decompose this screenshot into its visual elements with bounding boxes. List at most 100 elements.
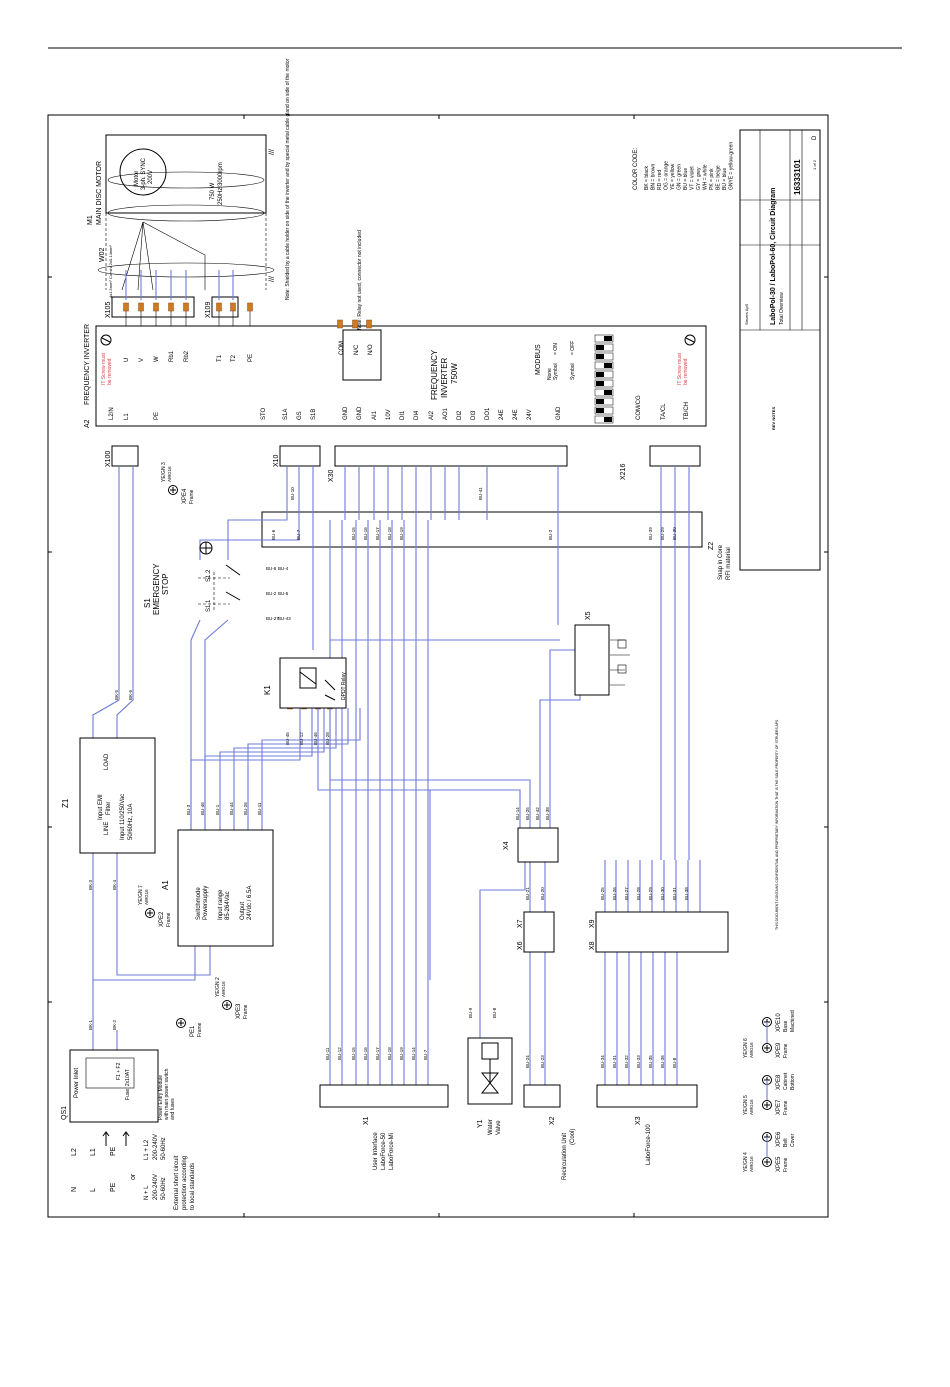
supply-prot1: External short circuit <box>174 1155 180 1210</box>
wire-label: BU-20 <box>540 887 545 900</box>
modbus-symbol: Symbol <box>553 363 559 380</box>
wire-label: BU-24 <box>525 1055 530 1068</box>
modbus-on: = ON <box>553 343 559 355</box>
earth-ref: XPE3 <box>236 1003 242 1019</box>
frame-ground-ref: XPE7 <box>776 1099 782 1115</box>
wire-label: BK-4 <box>112 879 117 890</box>
wire-label: BU-38 <box>545 807 550 820</box>
connector-x5: X5 <box>574 611 630 696</box>
relay-terminal <box>366 319 372 329</box>
s1-ref: S1 <box>143 598 152 608</box>
inverter-control-pin-label: DI2 <box>457 410 463 420</box>
screw-note2b: be removed <box>683 358 689 385</box>
wire-label: BU-16 <box>363 527 368 540</box>
color-code-item: RD = red <box>657 170 663 190</box>
motor-m1: Motor 3-ph. SYNC 200V 750 W 250Hz/3000rp… <box>87 134 267 291</box>
earth-ground-icon <box>176 1018 186 1028</box>
tb-title: LaboPol-30 / LaboPol-60, Circuit Diagram <box>770 188 777 325</box>
supply-n: N <box>71 1187 78 1192</box>
frame-ground-icon <box>762 1043 772 1053</box>
modbus-none: None <box>547 368 553 380</box>
psu-l3: Input range <box>218 889 224 920</box>
frame-ground-wire: YE/GN 6 <box>743 1038 749 1058</box>
supply-pe2: PE <box>110 1146 117 1156</box>
wire-label: BU-14 <box>411 1047 416 1060</box>
motor-terminal <box>138 302 144 312</box>
psu-l6: 24Vdc / 6.5A <box>247 886 253 920</box>
emi-spec1: Input 110/250Vac <box>120 794 126 840</box>
color-code-item: WH = white <box>703 164 709 190</box>
wire-label: BU-6 <box>271 529 276 540</box>
motor-note: Note: Shielded by a cable holder on side… <box>285 58 291 300</box>
wire-label: BU-26 <box>612 887 617 900</box>
wire-label: BK-5 <box>114 689 119 700</box>
mains-supply: N L PE L2 L1 PE or N + L L1 + L2 200-240… <box>71 1131 196 1210</box>
supply-nl: N + L <box>144 1185 150 1200</box>
frame-ground-l1: Belt <box>783 1138 789 1147</box>
wire-label: BU-30 <box>672 527 677 540</box>
earth-label: Frame <box>243 1004 249 1019</box>
supply-l: L <box>90 1188 97 1192</box>
x8-label: X8 <box>589 941 596 950</box>
earth-ref: PE1 <box>190 1025 196 1037</box>
inverter-top-pin-label: V <box>139 358 145 362</box>
motor-terminal <box>168 302 174 312</box>
power-inlet-qs1: QS1 Power Inlet Fuse: 2x10AT F1 + F2 Pow… <box>61 1049 176 1123</box>
x10-label: X10 <box>273 454 280 467</box>
modbus-symbol-2: Symbol <box>570 363 576 380</box>
earth-ground-icon <box>145 908 155 918</box>
screw-note1: IT Screw must <box>101 353 107 385</box>
s1-line1: EMERGENCY <box>152 563 161 615</box>
wire-label: BU-27 <box>624 887 629 900</box>
ground-circle <box>168 485 178 495</box>
x2-l2: (Cool) <box>570 1129 576 1145</box>
estop-wire <box>190 619 201 830</box>
relay-terminal <box>352 319 358 329</box>
x216-label: X216 <box>620 464 627 480</box>
inverter-control-pin-label: AI2 <box>429 410 435 420</box>
inverter-center1: FREQUENCY <box>430 349 439 400</box>
earth-wire: YE/GN 7 <box>138 885 144 905</box>
supply-l2: L2 <box>71 1148 78 1156</box>
earth-ground-icon <box>222 1000 232 1010</box>
x1-wire <box>379 466 403 1085</box>
inverter-comm-pin-label: COM/CG <box>636 395 642 420</box>
inverter-power-pin-label: L1 <box>124 413 130 420</box>
wire-label: BU-16 <box>363 1047 368 1060</box>
frame-ground-l2: Bottom <box>790 1074 796 1090</box>
wire-label: BU-15 <box>351 527 356 540</box>
ground-circle <box>145 908 155 918</box>
frame-ground-ref: XPE9 <box>776 1042 782 1058</box>
mains-wire <box>93 946 196 981</box>
x1-wire <box>367 466 389 1085</box>
inverter-comm-pin-label: TA/CL <box>661 403 667 420</box>
wire-label: BU-7 <box>296 529 301 540</box>
wire-label: BU-11 <box>257 802 262 815</box>
modbus-dip-switch <box>594 334 614 424</box>
x3-l1: LaboForce-100 <box>646 1124 652 1165</box>
motor-terminal <box>216 302 222 312</box>
wire-label: BU-31 <box>612 1055 617 1068</box>
inverter-control-pin-label: S1A <box>283 409 289 420</box>
earth-awg: AWG16 <box>144 889 149 905</box>
color-code-item: VT = violet <box>690 166 696 190</box>
wire-label: BU-8 <box>672 1057 677 1068</box>
wire-label: BU-12 <box>337 1047 342 1060</box>
wire-label: BU-26 <box>243 802 248 815</box>
mains-wire <box>92 466 120 738</box>
x1-l3: LaboForce-Mi <box>389 1133 395 1170</box>
x1-wire <box>427 466 460 1085</box>
psu-wire <box>247 708 349 830</box>
x2-ref: X2 <box>549 1116 556 1125</box>
frame-ground-l1: Frame <box>783 1157 789 1172</box>
supply-pe: PE <box>110 1182 117 1192</box>
a1-ref: A1 <box>161 880 170 890</box>
supply-prot2: protection according <box>182 1156 188 1210</box>
emi-spec2: 50/60Hz, 10A <box>128 804 134 840</box>
x1-wire <box>415 466 446 1085</box>
screw-icon <box>100 334 112 346</box>
inverter-top-pin-label: Rb1 <box>169 350 175 362</box>
supply-or: or <box>130 1173 137 1180</box>
